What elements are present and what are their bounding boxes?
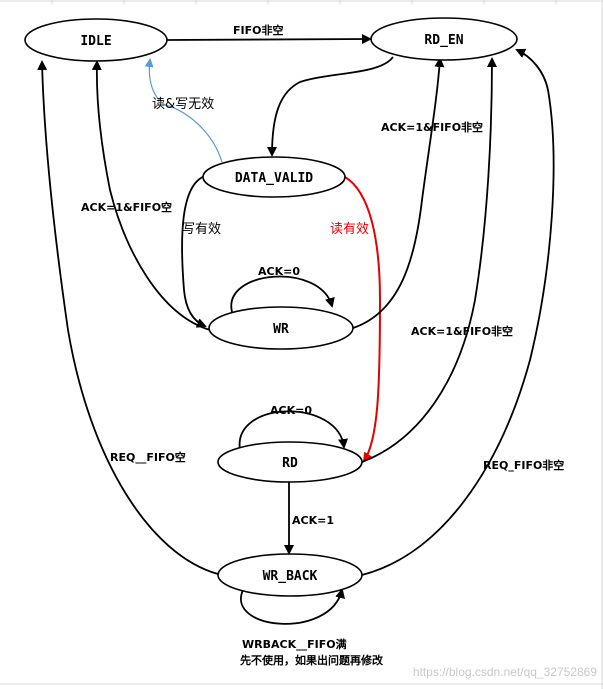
edge-datavalid-to-idle <box>144 58 223 163</box>
label-datavalid-to-wr: 写有效 <box>182 222 221 237</box>
edge-datavalid-to-wr <box>181 175 207 328</box>
state-wr: WR <box>208 306 354 350</box>
edge-wrback-self <box>240 588 345 625</box>
state-wr-label: WR <box>273 322 289 337</box>
edge-idle-to-rden <box>166 34 372 45</box>
state-idle-label: IDLE <box>80 34 111 49</box>
label-idle-to-rden: FIFO非空 <box>233 23 283 37</box>
state-rd-label: RD <box>282 456 298 471</box>
label-datavalid-to-rd: 读有效 <box>330 222 369 237</box>
label-wrback-to-idle: REQ__FIFO空 <box>110 450 186 464</box>
state-rd: RD <box>217 441 363 483</box>
label-wrback-to-rden: REQ_FIFO非空 <box>483 458 564 472</box>
edge-wr-to-rden <box>352 57 445 329</box>
state-rd-en: RD_EN <box>370 17 518 61</box>
edge-rden-to-datavalid <box>267 56 394 157</box>
label-wr-self: ACK=0 <box>258 265 300 278</box>
edge-rd-self <box>238 410 348 451</box>
state-idle: IDLE <box>24 18 168 62</box>
state-wr-back-label: WR_BACK <box>263 569 318 584</box>
watermark: https://blog.csdn.net/qq_32752869 <box>413 665 597 679</box>
state-data-valid: DATA_VALID <box>202 156 346 198</box>
edge-datavalid-to-rd <box>344 176 382 463</box>
state-data-valid-label: DATA_VALID <box>235 171 313 186</box>
label-datavalid-to-idle: 读&写无效 <box>152 97 214 112</box>
label-rd-to-wrback: ACK=1 <box>292 514 334 527</box>
label-wrback-self: WRBACK__FIFO满 <box>242 637 347 651</box>
edge-wrback-to-rden <box>361 48 555 576</box>
edge-wrback-to-idle <box>37 60 219 575</box>
label-rd-self: ACK=0 <box>270 404 312 417</box>
edge-wr-self <box>230 275 335 313</box>
state-wr-back: WR_BACK <box>217 553 363 597</box>
edge-wr-to-idle <box>91 60 211 331</box>
label-note: 先不使用，如果出问题再修改 <box>240 653 384 667</box>
label-rd-to-rden: ACK=1&FIFO非空 <box>411 324 513 338</box>
label-wr-to-idle: ACK=1&FIFO空 <box>81 200 172 214</box>
state-rd-en-label: RD_EN <box>424 33 463 48</box>
label-wr-to-rden: ACK=1&FIFO非空 <box>381 120 483 134</box>
edge-rd-to-rden <box>361 57 497 463</box>
